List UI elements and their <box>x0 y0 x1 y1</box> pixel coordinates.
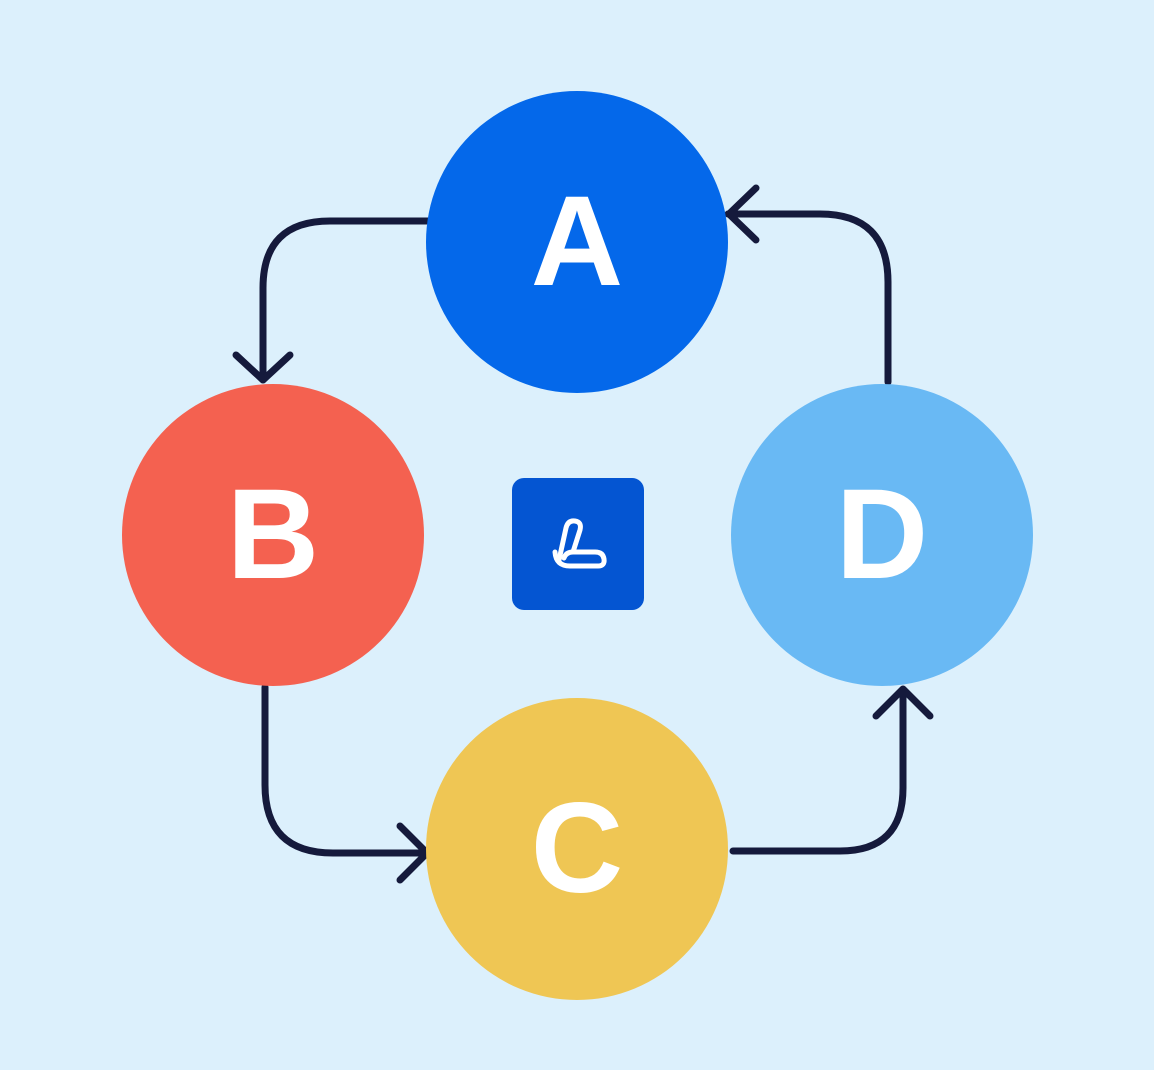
node-b-label: B <box>226 463 320 606</box>
node-c: C <box>426 698 728 1000</box>
arrow-d-to-a <box>724 184 892 386</box>
stylized-b-logo-icon <box>552 518 607 569</box>
node-d-label: D <box>835 463 929 606</box>
node-b: B <box>122 384 424 686</box>
node-d: D <box>731 384 1033 686</box>
node-a: A <box>426 91 728 393</box>
arrow-b-to-c <box>261 683 431 884</box>
brand-logo <box>512 478 644 610</box>
node-a-label: A <box>530 170 624 313</box>
arrow-c-to-d <box>729 685 934 855</box>
arrow-a-to-b <box>232 217 433 384</box>
node-c-label: C <box>530 777 624 920</box>
